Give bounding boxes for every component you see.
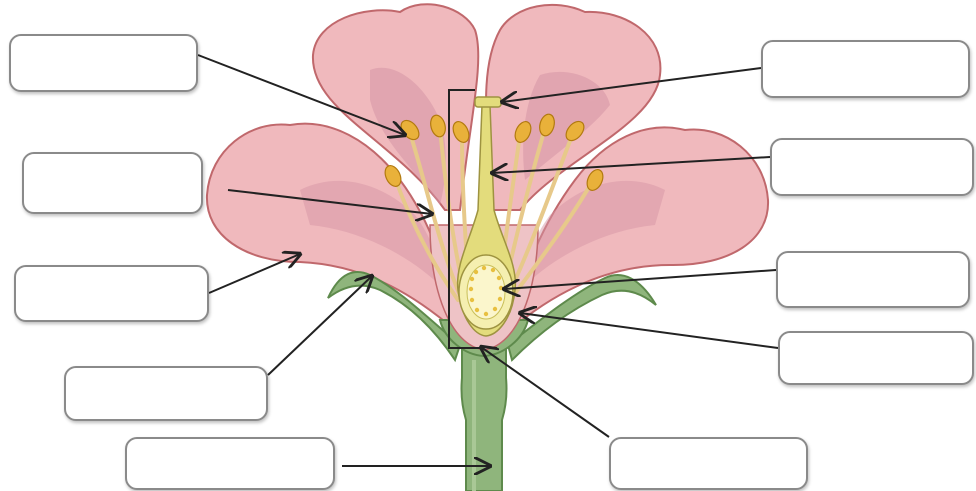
receptacle-label-box[interactable] [609, 437, 808, 490]
stem-label-box[interactable] [125, 437, 335, 490]
petal-label-box[interactable] [14, 265, 209, 322]
sepal-label-box[interactable] [64, 366, 268, 421]
anther-label-box[interactable] [9, 34, 198, 92]
arrow-petal [209, 254, 300, 293]
style-label-box[interactable] [770, 138, 974, 196]
arrow-ovary [520, 313, 778, 348]
stigma-label-box[interactable] [761, 40, 970, 98]
stigma [475, 97, 501, 107]
ovary-inner [467, 265, 505, 319]
ovule-label-box[interactable] [776, 251, 970, 308]
arrow-sepal [268, 276, 372, 375]
ovary-label-box[interactable] [778, 331, 974, 385]
filament-label-box[interactable] [22, 152, 203, 214]
